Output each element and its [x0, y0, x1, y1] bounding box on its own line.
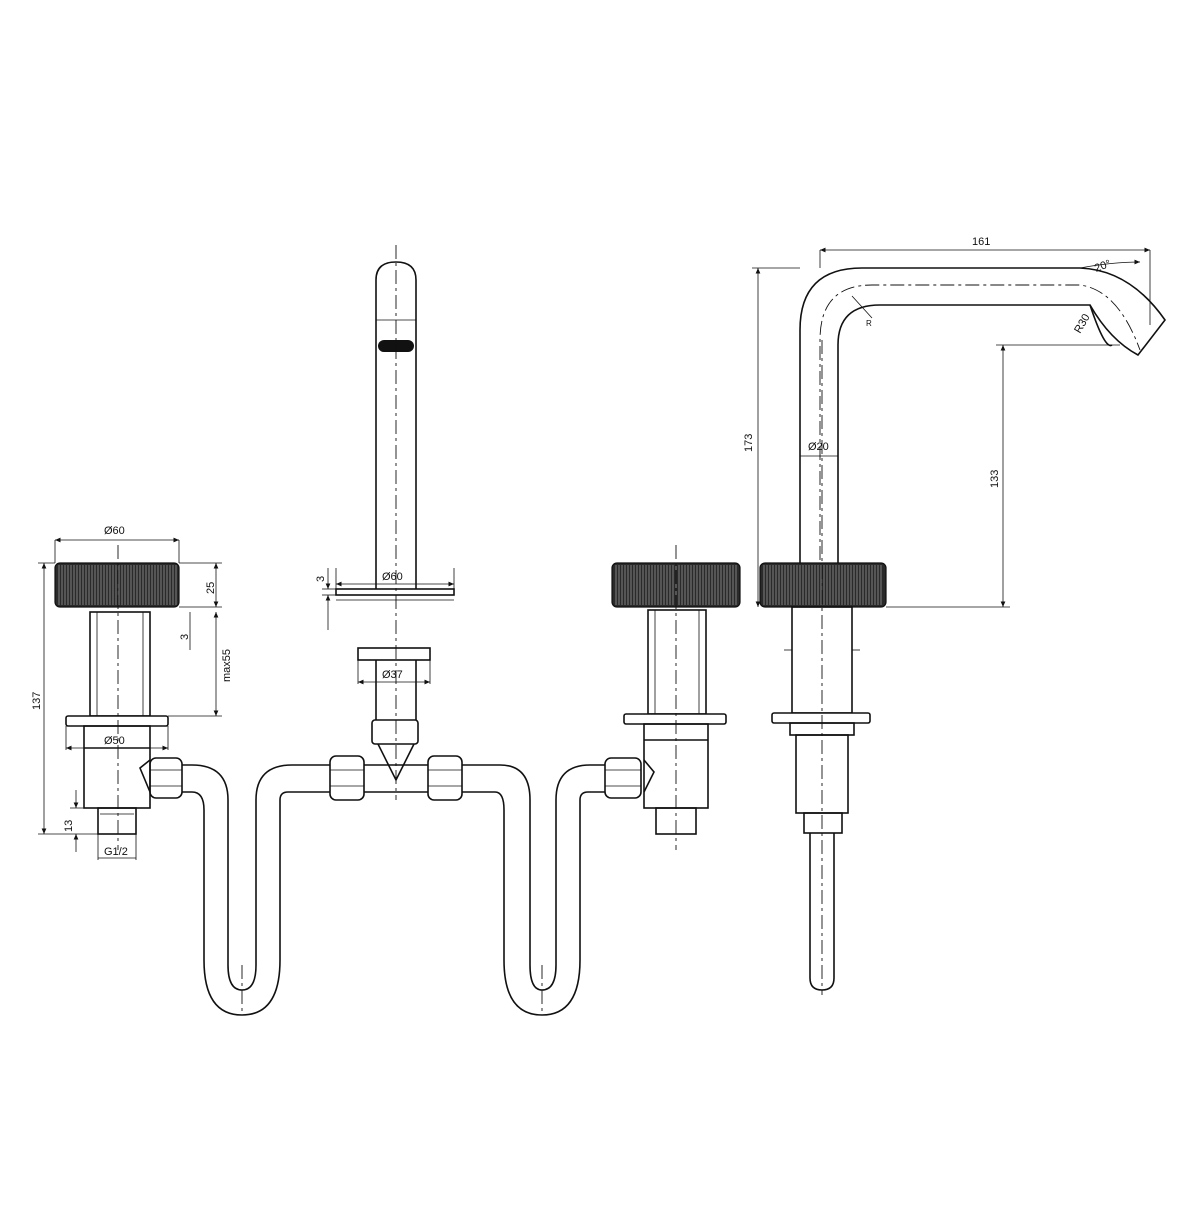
spout-tube: [375, 261, 417, 595]
tee-nut: [371, 719, 419, 745]
dim-dia-50: Ø50: [104, 735, 125, 747]
dim-dia-60-base: Ø60: [382, 571, 403, 583]
spout-side-view: [759, 267, 1166, 995]
dim-dia-20: Ø20: [808, 441, 829, 453]
dim-width: 161: [972, 236, 990, 248]
tee-right-nut: [427, 755, 463, 801]
left-flange: [65, 715, 169, 727]
dim-angle: 20°: [1093, 258, 1113, 275]
dim-max55: max55: [221, 649, 233, 682]
dim-height-173: 173: [743, 434, 755, 452]
right-flange: [623, 713, 727, 725]
center-nut: [357, 647, 431, 661]
right-side-nut: [604, 757, 642, 799]
left-handle-stem: [89, 611, 151, 717]
knurl-pattern: [58, 565, 177, 605]
side-flange: [771, 712, 871, 724]
left-thread: [97, 807, 137, 835]
side-thread: [803, 812, 843, 834]
tee-left-nut: [329, 755, 365, 801]
dim-dia-60-handle: Ø60: [104, 525, 125, 537]
dim-height-133: 133: [989, 470, 1001, 488]
dim-dia-37: Ø37: [382, 669, 403, 681]
right-hose-outer: [462, 764, 543, 991]
right-handle-stem: [647, 609, 707, 715]
left-handle-front-view: [54, 545, 183, 850]
dim-h-13: 13: [63, 820, 75, 832]
dim-height-137: 137: [31, 692, 43, 710]
side-spout-tube: [799, 267, 1166, 590]
dim-h-3-center: 3: [315, 576, 327, 582]
dim-thread: G1/2: [104, 846, 128, 858]
right-handle-front-view: [604, 545, 741, 850]
dim-h-3-left: 3: [179, 634, 191, 640]
dim-h-25: 25: [205, 582, 217, 594]
left-hose-outer: [182, 764, 243, 991]
center-base-plate: [335, 588, 455, 596]
dim-radius-small: R: [866, 319, 872, 328]
dim-radius-r30: R30: [1072, 312, 1092, 335]
left-side-nut: [149, 757, 183, 799]
left-knurled-handle: [54, 562, 180, 608]
center-spout-front-view: [329, 245, 463, 801]
